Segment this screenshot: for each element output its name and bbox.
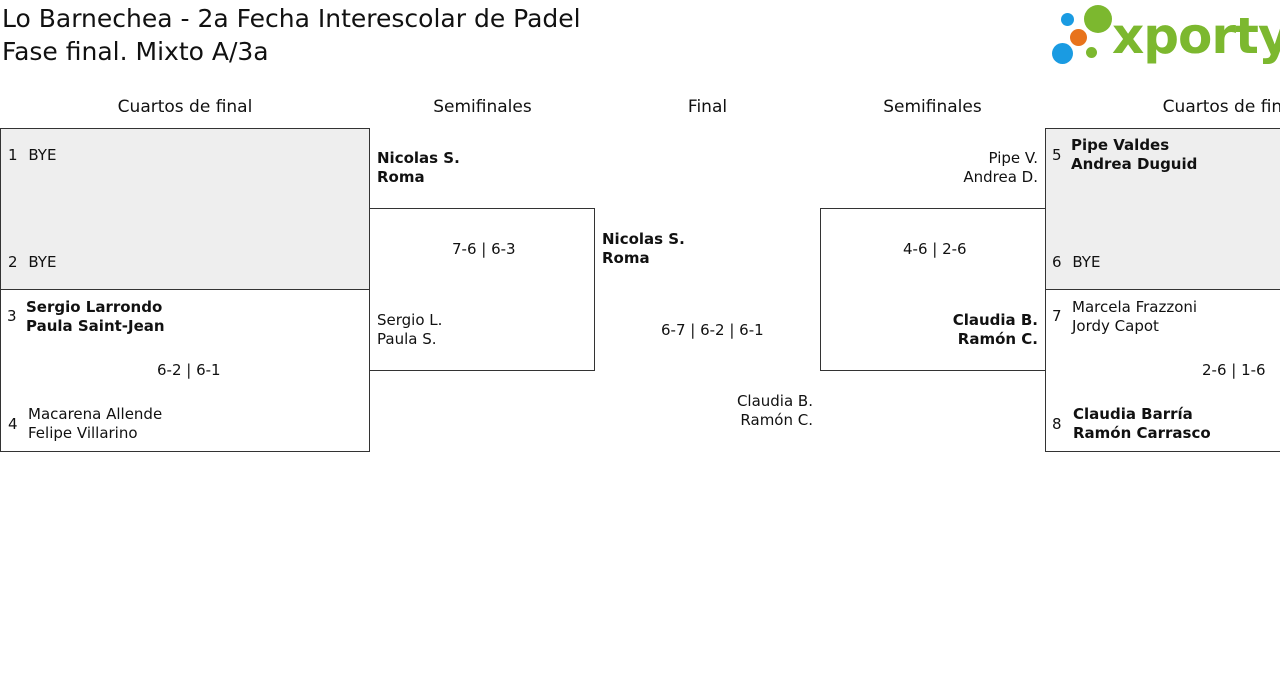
right-qf-m2-bottom-entry: 8 Claudia Barría Ramón Carrasco [1052, 405, 1211, 443]
right-qf-match-1[interactable] [1045, 128, 1280, 290]
player-name: Roma [377, 168, 425, 186]
seed-number: 8 [1052, 415, 1062, 433]
left-sf-match[interactable] [369, 208, 595, 371]
left-qf-match-1[interactable] [0, 128, 370, 290]
xporty-logo[interactable]: xporty [1050, 4, 1280, 68]
logo-dot-blue-bottom [1052, 43, 1073, 64]
left-qf-m2-score: 6-2 | 6-1 [157, 361, 221, 379]
logo-dot-green-top [1084, 5, 1112, 33]
player-name: Jordy Capot [1072, 317, 1159, 335]
seed-number: 3 [7, 307, 17, 325]
phase-subtitle: Fase final. Mixto A/3a [2, 37, 269, 66]
right-qf-m1-top-entry: 5 Pipe Valdes Andrea Duguid [1052, 136, 1197, 174]
seed-number: 2 [8, 253, 18, 271]
page-title: Lo Barnechea - 2a Fecha Interescolar de … [2, 2, 581, 68]
left-qf-m2-top-entry: 3 Sergio Larrondo Paula Saint-Jean [7, 298, 165, 336]
player-name: Nicolas S. [602, 230, 685, 248]
final-score: 6-7 | 6-2 | 6-1 [661, 321, 764, 339]
player-name: Ramón C. [957, 330, 1038, 348]
round-header-right-quarterfinals: Cuartos de final [1162, 97, 1280, 117]
player-name: Ramón Carrasco [1073, 424, 1211, 442]
left-sf-score: 7-6 | 6-3 [452, 240, 516, 258]
round-header-final: Final [687, 97, 728, 117]
player-name: Claudia B. [952, 311, 1038, 329]
round-header-left-semifinals: Semifinales [433, 97, 532, 117]
player-name: Claudia Barría [1073, 405, 1193, 423]
right-qf-m1-bottom-entry: 6 BYE [1052, 253, 1100, 272]
player-name: Andrea Duguid [1071, 155, 1198, 173]
seed-number: 5 [1052, 146, 1062, 164]
player-name: Paula Saint-Jean [26, 317, 165, 335]
player-name: Paula S. [377, 330, 437, 348]
logo-dot-blue-top [1061, 13, 1074, 26]
right-qf-match-2[interactable] [1045, 289, 1280, 452]
seed-number: 1 [8, 146, 18, 164]
player-name: Sergio L. [377, 311, 443, 329]
left-qf-m2-bottom-entry: 4 Macarena Allende Felipe Villarino [8, 405, 162, 443]
right-sf-score: 4-6 | 2-6 [903, 240, 967, 258]
seed-number: 4 [8, 415, 18, 433]
left-sf-top-entry: Nicolas S. Roma [377, 149, 460, 187]
left-sf-bottom-entry: Sergio L. Paula S. [377, 311, 442, 349]
left-qf-m1-bottom-entry: 2 BYE [8, 253, 56, 272]
tournament-title: Lo Barnechea - 2a Fecha Interescolar de … [2, 4, 581, 33]
right-qf-m2-top-entry: 7 Marcela Frazzoni Jordy Capot [1052, 298, 1197, 336]
player-name: Claudia B. [736, 392, 813, 410]
player-name: Marcela Frazzoni [1072, 298, 1198, 316]
right-qf-m2-score: 2-6 | 1-6 [1202, 361, 1266, 379]
player-name: Pipe Valdes [1071, 136, 1170, 154]
player-name: Pipe V. [988, 149, 1039, 167]
player-name: Sergio Larrondo [26, 298, 163, 316]
final-top-entry: Nicolas S. Roma [602, 230, 685, 268]
right-sf-bottom-entry: Claudia B. Ramón C. [900, 311, 1038, 349]
seed-number: 7 [1052, 307, 1062, 325]
logo-wordmark: xporty [1112, 7, 1280, 65]
team-name: BYE [1072, 253, 1101, 271]
team-name: BYE [28, 253, 57, 271]
player-name: Felipe Villarino [28, 424, 138, 442]
seed-number: 6 [1052, 253, 1062, 271]
logo-dot-green-small [1086, 47, 1097, 58]
player-name: Andrea D. [963, 168, 1038, 186]
team-name: BYE [28, 146, 57, 164]
player-name: Macarena Allende [28, 405, 163, 423]
player-name: Ramón C. [740, 411, 813, 429]
player-name: Roma [602, 249, 650, 267]
final-bottom-entry: Claudia B. Ramón C. [690, 392, 813, 430]
right-sf-top-entry: Pipe V. Andrea D. [900, 149, 1038, 187]
round-header-left-quarterfinals: Cuartos de final [117, 97, 253, 117]
left-qf-m1-top-entry: 1 BYE [8, 146, 56, 165]
logo-dot-orange [1070, 29, 1087, 46]
round-header-right-semifinals: Semifinales [883, 97, 982, 117]
player-name: Nicolas S. [377, 149, 460, 167]
